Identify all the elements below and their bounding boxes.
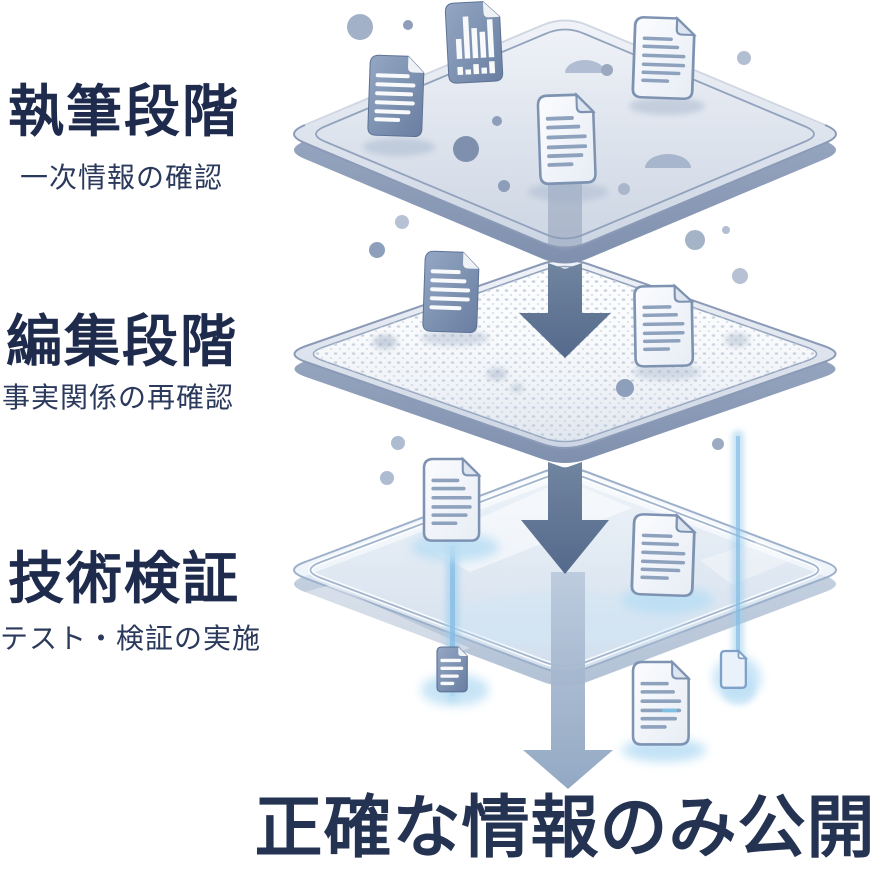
bar-chart-document-icon <box>444 1 504 84</box>
text-document-icon <box>422 250 480 334</box>
blank-document-icon <box>719 648 749 689</box>
text-document-icon <box>631 659 692 746</box>
text-document-icon <box>630 513 697 597</box>
stage2-title: 編集段階 <box>6 310 238 373</box>
stage3-title: 技術検証 <box>8 547 240 610</box>
particle-dots <box>347 14 751 485</box>
down-arrow-icon <box>521 462 609 574</box>
dune-shape <box>645 154 691 168</box>
down-arrow-icon <box>523 572 613 789</box>
text-document-icon <box>633 283 695 368</box>
conclusion-caption: 正確な情報のみ公開 <box>254 790 876 866</box>
stage1-title: 執筆段階 <box>8 80 240 143</box>
text-document-icon <box>536 92 597 186</box>
text-document-icon <box>631 15 697 100</box>
stage2-subtitle: 事実関係の再確認 <box>2 382 235 413</box>
dune-shape <box>565 60 605 73</box>
text-document-icon <box>436 646 468 693</box>
text-document-icon <box>367 54 425 138</box>
stage3-subtitle: テスト・検証の実施 <box>0 623 262 654</box>
stage1-subtitle: 一次情報の確認 <box>20 162 224 193</box>
text-document-icon <box>422 456 482 542</box>
